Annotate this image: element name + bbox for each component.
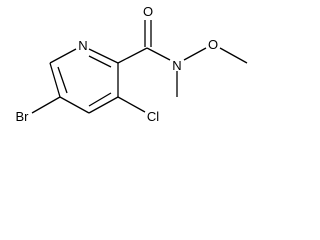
bond-o-methyl bbox=[219, 47, 248, 64]
atom-label-br: Br bbox=[16, 109, 30, 124]
bond-c3-cl bbox=[117, 96, 146, 113]
atom-label-o-methoxy: O bbox=[208, 37, 218, 52]
bond-c6-n1 bbox=[49, 48, 77, 64]
bond-n1-c2 bbox=[88, 48, 119, 64]
chemical-structure: N O N O Br Cl bbox=[16, 4, 248, 124]
atom-label-o-carbonyl: O bbox=[143, 4, 153, 19]
bond-carbonyl-c-n bbox=[146, 47, 171, 61]
bond-c2-carbonyl-c bbox=[117, 47, 148, 64]
atom-label-cl: Cl bbox=[147, 109, 159, 124]
atom-label-n-ring: N bbox=[78, 38, 87, 53]
bond-c3-c4-inner bbox=[88, 92, 112, 107]
bond-c5-c6-inner bbox=[57, 66, 68, 94]
bond-n1-c2-inner bbox=[88, 55, 112, 68]
bond-n-o-methoxy bbox=[183, 47, 207, 61]
atom-label-n-amide: N bbox=[172, 58, 181, 73]
bond-c5-c6 bbox=[49, 62, 61, 98]
bond-c4-c5 bbox=[59, 96, 90, 114]
bond-c3-c4 bbox=[88, 96, 119, 114]
bond-c5-br bbox=[31, 96, 61, 114]
